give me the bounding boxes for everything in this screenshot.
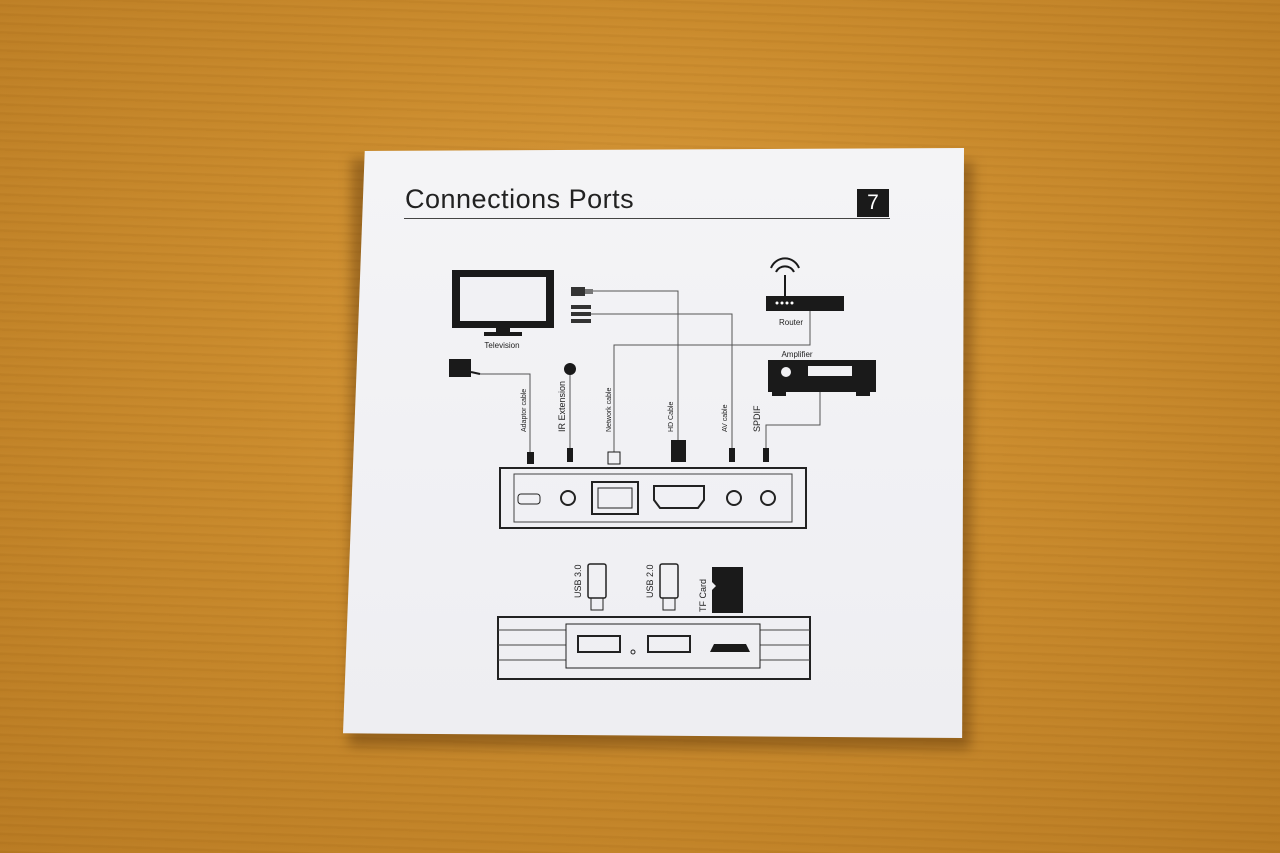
spdif-label: SPDIF <box>752 405 762 432</box>
manual-page <box>343 148 964 738</box>
hdmi-plug-icon <box>571 287 593 296</box>
network-cable-label: Network cable <box>606 388 613 432</box>
amplifier-label: Amplifier <box>781 350 812 359</box>
hd-cable-label: HD Cable <box>668 402 675 432</box>
plug-ends <box>527 440 769 465</box>
amplifier-icon <box>768 360 876 396</box>
usb2-label: USB 2.0 <box>645 564 655 598</box>
tf-card-icon <box>712 567 743 613</box>
router-icon <box>766 257 844 311</box>
tf-card-label: TF Card <box>698 579 708 612</box>
adaptor-cable-label: Adaptor cable <box>521 389 528 432</box>
page-title: Connections Ports <box>405 184 635 214</box>
av-cable-label: AV cable <box>722 404 729 432</box>
ir-receiver-icon <box>564 363 576 375</box>
back-panel-icon <box>499 467 807 529</box>
ir-extension-label: IR Extension <box>557 381 567 432</box>
usb2-drive-icon <box>659 563 679 611</box>
power-adapter-icon <box>449 359 481 377</box>
cable-lines <box>480 290 821 460</box>
rca-plugs-icon <box>571 305 591 323</box>
front-panel-icon <box>497 616 811 680</box>
usb3-drive-icon <box>587 563 607 611</box>
usb3-label: USB 3.0 <box>573 564 583 598</box>
title-divider <box>404 218 890 219</box>
television-label: Television <box>484 341 519 350</box>
page-number: 7 <box>857 189 889 217</box>
router-label: Router <box>779 318 803 327</box>
television-icon <box>452 270 554 336</box>
